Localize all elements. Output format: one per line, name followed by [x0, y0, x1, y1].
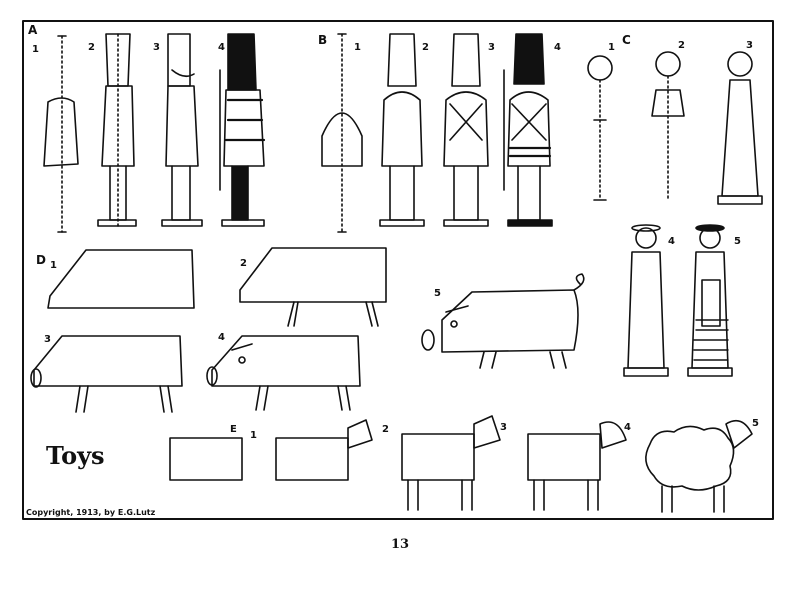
doll-step-3 [717, 51, 763, 205]
section-label-b: B [318, 33, 327, 47]
step-b3: 3 [488, 42, 495, 53]
doll-dressed-step-5 [687, 224, 733, 377]
soldier-side-step-1 [43, 35, 79, 233]
step-e3: 3 [500, 422, 507, 433]
soldier-side-step-3 [161, 33, 203, 227]
step-e1: 1 [250, 430, 257, 441]
step-a3: 3 [153, 42, 160, 53]
sheep-step-5 [645, 419, 753, 513]
pig-step-2 [239, 247, 387, 327]
section-label-d: D [36, 253, 46, 267]
soldier-front-step-4 [503, 33, 553, 227]
copyright-line: Copyright, 1913, by E.G.Lutz [26, 508, 156, 517]
step-b2: 2 [422, 42, 429, 53]
page-number: 13 [390, 537, 410, 552]
step-c2: 2 [678, 40, 685, 51]
illustration-plate: A 1 2 3 4 B 1 2 3 4 [22, 20, 774, 520]
step-b4: 4 [554, 42, 561, 53]
step-c3: 3 [746, 40, 753, 51]
step-b1: 1 [354, 42, 361, 53]
soldier-front-step-2 [379, 33, 425, 227]
pig-step-4 [206, 335, 361, 411]
step-d2: 2 [240, 258, 247, 269]
soldier-front-step-1 [321, 33, 363, 233]
step-a1: 1 [32, 44, 39, 55]
step-a4: 4 [218, 42, 225, 53]
soldier-front-step-3 [443, 33, 489, 227]
pig-step-1 [47, 249, 195, 309]
soldier-side-step-4 [219, 33, 266, 227]
step-a2: 2 [88, 42, 95, 53]
pig-step-5 [421, 273, 585, 369]
section-label-a: A [28, 23, 38, 37]
doll-step-2 [651, 51, 685, 201]
step-d1: 1 [50, 260, 57, 271]
doll-step-1 [587, 55, 613, 201]
section-label-e: E [230, 424, 237, 435]
sheep-step-3 [401, 415, 501, 511]
plate-border [22, 20, 774, 520]
step-e5: 5 [752, 418, 759, 429]
doll-with-hat-step-4 [623, 224, 669, 377]
step-c5: 5 [734, 236, 741, 247]
step-d4: 4 [218, 332, 225, 343]
sheep-step-4 [527, 421, 627, 511]
step-d5: 5 [434, 288, 441, 299]
pig-step-3 [30, 335, 183, 413]
step-e2: 2 [382, 424, 389, 435]
step-d3: 3 [44, 334, 51, 345]
soldier-side-step-2 [97, 33, 137, 227]
section-label-c: C [622, 33, 631, 47]
sheep-step-2 [275, 419, 373, 481]
sheep-step-1 [169, 437, 243, 481]
step-c4: 4 [668, 236, 675, 247]
step-c1: 1 [608, 42, 615, 53]
title-toys: Toys [46, 441, 105, 470]
step-e4: 4 [624, 422, 631, 433]
